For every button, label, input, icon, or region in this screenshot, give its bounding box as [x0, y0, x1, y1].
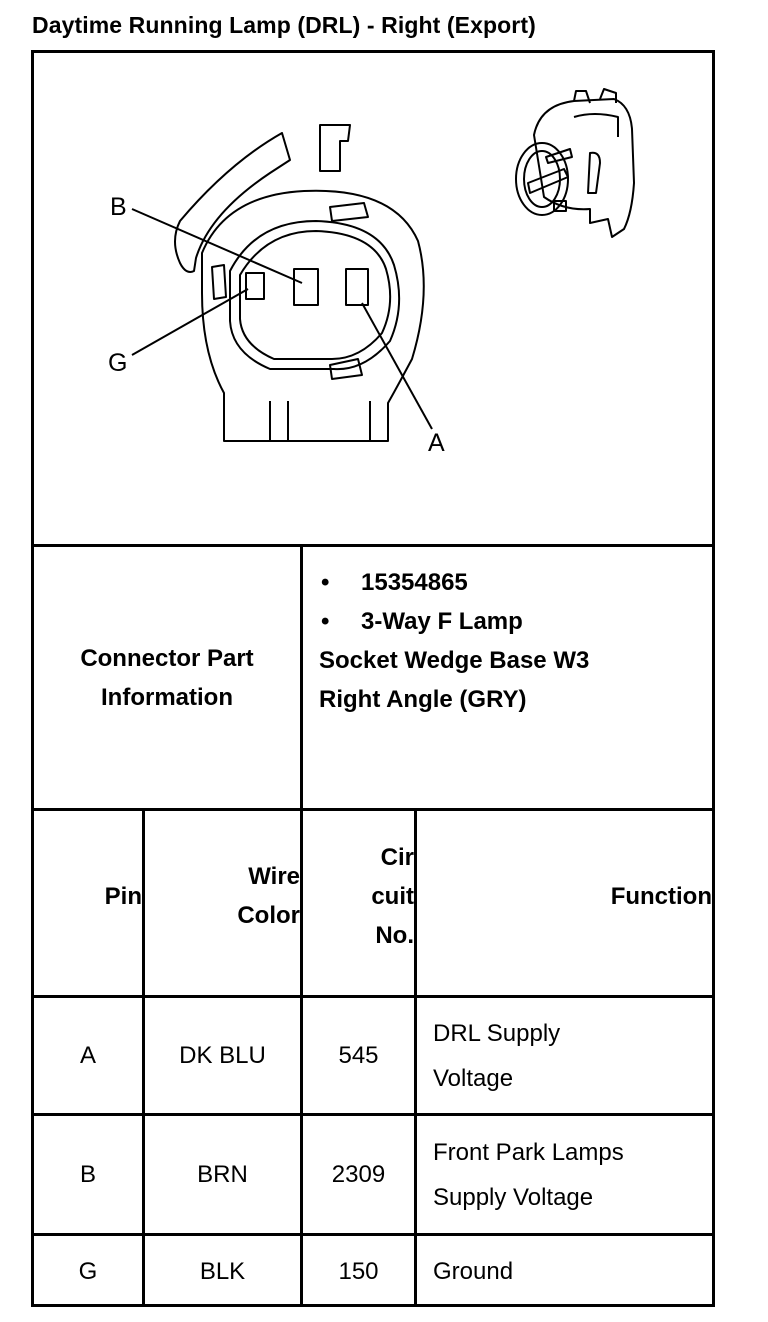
- divider-header: [34, 995, 712, 998]
- connector-3d-view: [515, 88, 635, 238]
- header-function: Function: [610, 882, 712, 910]
- leader-b: [131, 208, 303, 284]
- divider-col-main: [300, 547, 303, 1307]
- terminal-a: [345, 268, 369, 306]
- connector-info-line-4: Right Angle (GRY): [319, 686, 527, 713]
- table-row-a-pin: A: [79, 1042, 96, 1069]
- table-row-a-wire-color: DK BLU: [179, 1042, 266, 1069]
- pin-label-b: B: [110, 193, 127, 221]
- connector-info-label-line2: Information: [101, 683, 233, 711]
- connector-ring-tab-top: [329, 202, 369, 222]
- connector-sheet: B G A Connector Part Information: [31, 50, 715, 1307]
- connector-info-bullet-1: • 15354865: [319, 563, 709, 602]
- connector-info-line-3: Socket Wedge Base W3: [319, 647, 590, 674]
- connector-description: 3-Way F Lamp: [361, 607, 523, 635]
- bullet-glyph: •: [321, 568, 330, 596]
- divider-info: [34, 808, 712, 811]
- connector-diagram: B G A: [108, 88, 635, 457]
- header-wire-color: Wire Color: [237, 863, 300, 929]
- terminal-b: [293, 268, 319, 306]
- table-row-g-circuit: 150: [338, 1258, 379, 1285]
- divider-row-a: [34, 1113, 712, 1116]
- connector-part-number: 15354865: [361, 568, 468, 596]
- connector-ring-tab-bottom: [329, 358, 363, 380]
- header-circuit: Cir cuit No.: [371, 843, 414, 949]
- connector-ring-tab-left: [211, 264, 227, 300]
- divider-col-pin: [142, 811, 145, 1307]
- divider-diagram: [34, 544, 712, 547]
- connector-info-label: Connector Part Information: [34, 547, 300, 808]
- bullet-glyph: •: [321, 607, 330, 635]
- table-row-g-pin: G: [78, 1258, 98, 1285]
- table-row-a-circuit: 545: [338, 1042, 379, 1069]
- connector-inner-ring-2: [239, 230, 392, 360]
- connector-info-values: • 15354865 • 3-Way F Lamp Socket Wedge B…: [319, 563, 709, 719]
- table-row-g-function: Ground: [433, 1258, 514, 1285]
- divider-col-circuit: [414, 811, 417, 1307]
- connector-body-outline: [201, 189, 425, 442]
- terminal-g: [245, 272, 265, 300]
- divider-row-b: [34, 1233, 712, 1236]
- connector-info-label-line1: Connector Part: [80, 644, 254, 672]
- leader-g: [131, 288, 249, 356]
- connector-inner-ring: [229, 220, 401, 371]
- table-row-b-pin: B: [79, 1161, 96, 1188]
- table-row-a-function: DRL Supply Voltage: [433, 1019, 561, 1092]
- table-row-g-wire-color: BLK: [199, 1258, 246, 1285]
- header-pin: Pin: [104, 882, 142, 910]
- connector-latch-arc: [174, 132, 291, 273]
- connector-info-bullet-2: • 3-Way F Lamp: [319, 602, 709, 641]
- table-row-b-function: Front Park Lamps Supply Voltage: [433, 1138, 624, 1211]
- pin-label-a: A: [428, 429, 445, 457]
- connector-latch-clip: [319, 124, 351, 172]
- pin-label-g: G: [108, 349, 127, 377]
- page-title: Daytime Running Lamp (DRL) - Right (Expo…: [32, 12, 536, 38]
- leader-a: [361, 302, 433, 430]
- table-row-b-circuit: 2309: [331, 1161, 386, 1188]
- table-row-b-wire-color: BRN: [197, 1161, 248, 1188]
